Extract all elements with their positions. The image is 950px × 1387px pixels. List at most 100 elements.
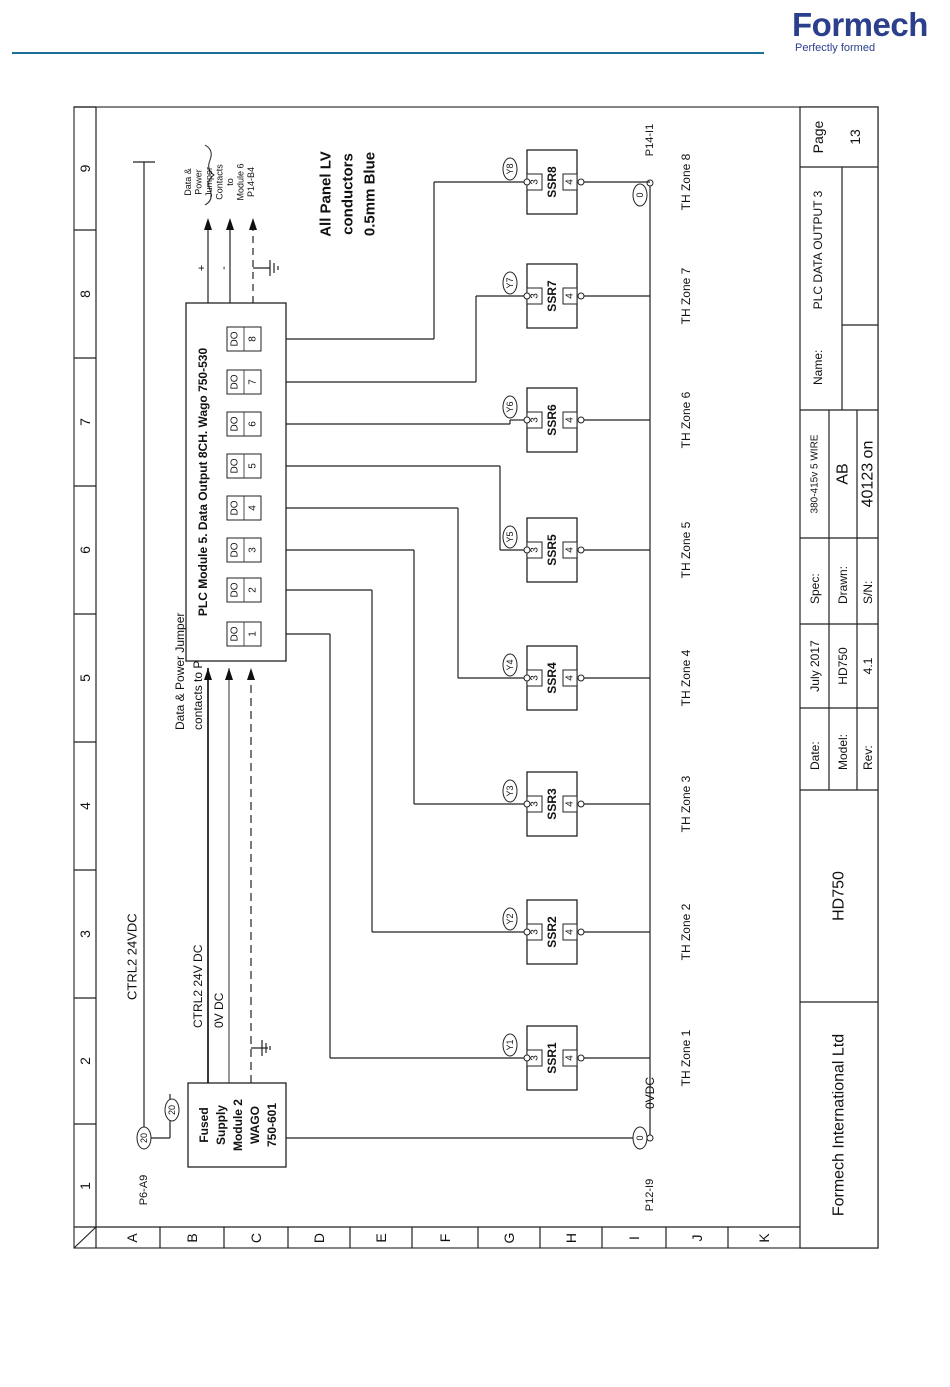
p14-i1-label: P14-I1	[644, 124, 656, 156]
ssr4-pin4-label: 4	[565, 675, 576, 681]
ssr8-pin4-box	[562, 173, 578, 191]
grid-col-label-4: 4	[77, 802, 93, 810]
do-4-label: DO	[230, 500, 241, 515]
wire-Y7-marker-bubble	[502, 271, 518, 295]
tb-model-big: HD750	[831, 871, 848, 921]
ssr5-out-terminal	[577, 546, 585, 554]
grid-col-label-3: 3	[77, 930, 93, 938]
fused-supply-line-2: Module 2	[231, 1099, 245, 1151]
grid-row-label-I: I	[626, 1236, 642, 1240]
grid-corner-diagonal	[73, 1226, 97, 1249]
do-5-number: 5	[248, 463, 259, 469]
ssr2-pin4-label: 4	[565, 929, 576, 935]
ssr8-out-terminal	[577, 178, 585, 186]
jumper-contacts-line-5: Module 6	[236, 163, 246, 200]
wire-Y3-marker-bubble	[502, 779, 518, 803]
fused-supply-line-0: Fused	[197, 1107, 211, 1142]
tb-rev-label: Rev:	[861, 745, 875, 770]
ssr8-name: SSR8	[545, 166, 559, 198]
ssr3-zone-label: TH Zone 3	[679, 775, 693, 832]
logo-tagline: Perfectly formed	[795, 42, 876, 54]
wire-Y1-marker-bubble	[502, 1033, 518, 1057]
ssr3-out-terminal	[577, 800, 585, 808]
ssr6-in-terminal	[523, 416, 531, 424]
p6-a9-label: P6-A9	[138, 1175, 150, 1206]
ssr3-pin3-label: 3	[530, 801, 541, 807]
ssr7-pin4-box	[562, 287, 578, 305]
wire-Y4-marker: Y4	[505, 659, 515, 670]
fused-supply-line-4: 750-601	[265, 1103, 279, 1147]
ssr1-in-terminal	[523, 1054, 531, 1062]
grid-col-label-2: 2	[77, 1057, 93, 1065]
ssr6-pin4-box	[562, 411, 578, 429]
do-4-number: 4	[248, 505, 259, 511]
ssr3-in-terminal	[523, 800, 531, 808]
formech-logo: Formech Perfectly formed	[792, 8, 942, 58]
ssr7-zone-label: TH Zone 7	[679, 267, 693, 324]
wire-Y5-marker: Y5	[505, 531, 515, 542]
ssr8-pin3-label: 3	[530, 179, 541, 185]
ssr8-in-terminal	[523, 178, 531, 186]
grid-row-label-H: H	[563, 1233, 579, 1243]
tb-company-name: Formech International Ltd	[831, 1034, 848, 1216]
ssr1-name: SSR1	[545, 1042, 559, 1074]
ov-dc-label: 0V DC	[212, 992, 226, 1028]
note-line-2: 0.5mm Blue	[362, 152, 379, 236]
ssr5-pin4-label: 4	[565, 547, 576, 553]
plc-data-arrow	[249, 218, 257, 230]
ssr1-zone-label: TH Zone 1	[679, 1029, 693, 1086]
tb-model-label: Model:	[836, 734, 850, 770]
wire-20-marker-right-bubble	[164, 1098, 180, 1122]
tb-model-value: HD750	[836, 647, 850, 685]
ssr6-pin4-label: 4	[565, 417, 576, 423]
plc-plus-label: +	[196, 265, 208, 271]
logo-brand-text: Formech	[792, 6, 928, 43]
plc-title: PLC Module 5. Data Output 8CH. Wago 750-…	[196, 348, 210, 617]
jumper-contacts-line-0: Data &	[183, 168, 193, 196]
do-1-number: 1	[248, 631, 259, 637]
ssr4-zone-label: TH Zone 4	[679, 649, 693, 706]
wire-Y6-marker: Y6	[505, 401, 515, 412]
title-block-frame	[799, 106, 879, 1249]
ssr6-zone-label: TH Zone 6	[679, 391, 693, 448]
grid-col-label-6: 6	[77, 546, 93, 554]
grid-row-label-D: D	[311, 1233, 327, 1243]
ssr6-pin3-label: 3	[530, 417, 541, 423]
ssr5-zone-label: TH Zone 5	[679, 521, 693, 578]
ssr4-name: SSR4	[545, 662, 559, 694]
plc-plus-arrow	[204, 218, 212, 230]
p14-i1-terminal	[646, 179, 654, 187]
ssr4-in-terminal	[523, 674, 531, 682]
tb-drawn-value: AB	[835, 463, 852, 484]
jumper-contacts-line-6: P14-B4	[246, 167, 256, 197]
wire-Y7-marker: Y7	[505, 277, 515, 288]
wire-Y2-marker-bubble	[502, 907, 518, 931]
ssr7-pin4-label: 4	[565, 293, 576, 299]
grid-row-label-E: E	[373, 1233, 389, 1242]
tb-date-value: July 2017	[808, 640, 822, 692]
do-2-number: 2	[248, 587, 259, 593]
wire-0-marker-right-bubble	[632, 183, 648, 207]
ssr5-in-terminal	[523, 546, 531, 554]
ssr1-out-terminal	[577, 1054, 585, 1062]
do-1-label: DO	[230, 626, 241, 641]
jumper-contacts-line-4: to	[225, 178, 235, 186]
grid-col-label-9: 9	[77, 164, 93, 172]
jumper-brace	[204, 144, 215, 206]
wire-0-marker-left: 0	[635, 1135, 645, 1140]
ssr8-pin4-label: 4	[565, 179, 576, 185]
title-block: Formech International LtdHD750Date:July …	[799, 106, 879, 1249]
ctrl2-24vdc-label: CTRL2 24V DC	[191, 944, 205, 1028]
wire-0-marker-left-bubble	[632, 1126, 648, 1150]
tb-name-label: Name:	[811, 350, 825, 385]
wire-0-marker-right: 0	[635, 192, 645, 197]
grid-col-label-5: 5	[77, 674, 93, 682]
plc-minus-arrow	[226, 218, 234, 230]
grid-row-label-B: B	[184, 1233, 200, 1242]
grid-row-label-K: K	[756, 1233, 772, 1243]
grid-row-label-G: G	[501, 1233, 517, 1244]
fused-supply-box	[187, 1082, 287, 1168]
ssr8-zone-label: TH Zone 8	[679, 153, 693, 210]
jumper-label-1: Data & Power Jumper	[173, 613, 187, 730]
